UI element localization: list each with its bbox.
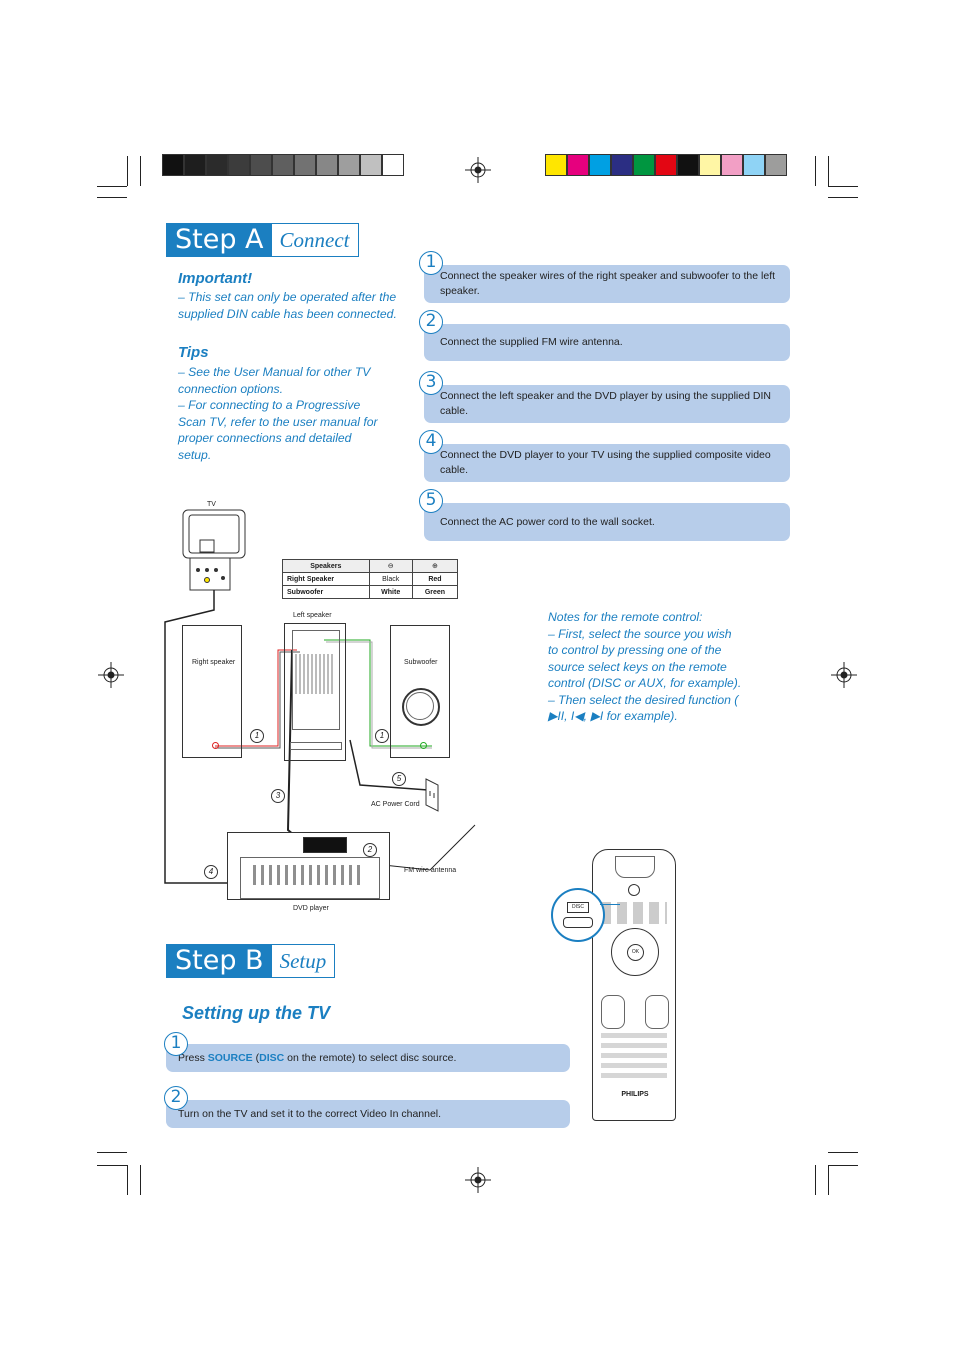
crop-mark xyxy=(828,1165,829,1195)
step-number: 5 xyxy=(419,489,443,513)
crop-mark xyxy=(97,1165,127,1166)
crop-mark xyxy=(828,156,829,186)
minus-icon: ⊖ xyxy=(368,559,413,573)
dvd-player-label: DVD player xyxy=(293,905,329,912)
remote-control: OK PHILIPS xyxy=(592,849,676,1121)
left-speaker-label: Left speaker xyxy=(293,612,332,619)
crop-mark xyxy=(828,197,858,198)
power-icon xyxy=(628,884,640,896)
step-b-title: Setup xyxy=(271,945,335,977)
crop-mark xyxy=(828,1152,858,1153)
fm-antenna-label: FM wire antenna xyxy=(404,867,457,874)
step-number: 2 xyxy=(164,1086,188,1110)
callout-marker: 2 xyxy=(363,843,377,857)
left-speaker xyxy=(284,623,346,761)
step-a-box-3: Connect the left speaker and the DVD pla… xyxy=(424,385,790,423)
crop-mark xyxy=(815,156,816,186)
disc-key-highlight: DISC xyxy=(551,888,605,942)
table-header: Speakers xyxy=(282,559,370,573)
crop-mark xyxy=(127,156,128,186)
callout-marker: 4 xyxy=(204,865,218,879)
step-text: Connect the supplied FM wire antenna. xyxy=(440,336,623,348)
subwoofer-label: Subwoofer xyxy=(404,659,438,666)
philips-logo: PHILIPS xyxy=(621,1091,649,1098)
step-a-box-5: Connect the AC power cord to the wall so… xyxy=(424,503,790,541)
step-a-box-2: Connect the supplied FM wire antenna. xyxy=(424,324,790,361)
step-b-badge: Step B xyxy=(167,945,272,977)
step-number: 1 xyxy=(419,251,443,275)
step-text: Press SOURCE (DISC on the remote) to sel… xyxy=(178,1052,456,1064)
crop-mark xyxy=(97,1152,127,1153)
registration-mark xyxy=(98,662,124,688)
step-text: Connect the left speaker and the DVD pla… xyxy=(440,390,771,417)
speakers-table: Speakers ⊖ ⊕ Right Speaker Black Red Sub… xyxy=(282,559,459,599)
disc-keyword: DISC xyxy=(259,1052,285,1064)
text-part: on the remote) to select disc source. xyxy=(284,1052,457,1064)
callout-marker: 1 xyxy=(375,729,389,743)
crop-mark xyxy=(140,1165,141,1195)
step-a-header: Step A Connect xyxy=(166,223,359,257)
tv-label: TV xyxy=(207,501,216,508)
callout-marker: 3 xyxy=(271,789,285,803)
registration-mark xyxy=(831,662,857,688)
crop-mark xyxy=(97,197,127,198)
registration-mark xyxy=(465,1167,491,1193)
source-keyword: SOURCE xyxy=(207,1052,253,1064)
tips-line: – For connecting to a Progressive Scan T… xyxy=(178,398,378,462)
crop-mark xyxy=(97,186,127,187)
step-a-box-4: Connect the DVD player to your TV using … xyxy=(424,444,790,482)
step-b-header: Step B Setup xyxy=(166,944,336,978)
dvd-player xyxy=(227,832,390,900)
step-a-badge: Step A xyxy=(167,224,272,256)
dpad: OK xyxy=(611,928,659,976)
table-cell: White xyxy=(368,585,413,599)
subwoofer: Subwoofer xyxy=(390,625,450,758)
remote-notes-line: – First, select the source you wish to c… xyxy=(548,626,742,691)
step-text: Connect the DVD player to your TV using … xyxy=(440,449,771,476)
step-text: Turn on the TV and set it to the correct… xyxy=(178,1108,442,1120)
ok-button: OK xyxy=(627,944,644,961)
right-speaker-label: Right speaker xyxy=(192,659,236,666)
crop-mark xyxy=(828,186,858,187)
table-cell: Green xyxy=(411,585,459,599)
section-title: Setting up the TV xyxy=(182,1003,330,1023)
important-block: Important! – This set can only be operat… xyxy=(178,270,398,322)
disc-key: DISC xyxy=(567,902,589,913)
tv-icon xyxy=(182,509,246,591)
step-a-box-1: Connect the speaker wires of the right s… xyxy=(424,265,790,303)
step-b-box-2: Turn on the TV and set it to the correct… xyxy=(166,1100,570,1128)
tips-block: Tips – See the User Manual for other TV … xyxy=(178,344,388,463)
tips-heading: Tips xyxy=(178,344,209,361)
text-part: Press xyxy=(178,1052,208,1064)
important-heading: Important! xyxy=(178,270,253,287)
important-text: – This set can only be operated after th… xyxy=(178,290,397,321)
step-number: 3 xyxy=(419,371,443,395)
crop-mark xyxy=(140,156,141,186)
wall-socket-icon xyxy=(425,778,439,812)
step-text: Connect the AC power cord to the wall so… xyxy=(440,515,655,528)
step-number: 4 xyxy=(419,430,443,454)
callout-marker: 1 xyxy=(250,729,264,743)
ac-cord-label: AC Power Cord xyxy=(371,801,420,808)
tips-line: – See the User Manual for other TV conne… xyxy=(178,365,371,396)
callout-marker: 5 xyxy=(392,772,406,786)
remote-notes-heading: Notes for the remote control: xyxy=(548,610,703,624)
crop-mark xyxy=(828,1165,858,1166)
step-a-title: Connect xyxy=(271,224,358,256)
remote-notes: Notes for the remote control: – First, s… xyxy=(548,609,743,725)
remote-notes-line: – Then select the desired function ( ▶II… xyxy=(548,692,739,724)
step-number: 2 xyxy=(419,310,443,334)
right-speaker: Right speaker xyxy=(182,625,242,758)
crop-mark xyxy=(127,1165,128,1195)
crop-mark xyxy=(815,1165,816,1195)
registration-mark xyxy=(465,157,491,183)
step-b-box-1: Press SOURCE (DISC on the remote) to sel… xyxy=(166,1044,570,1072)
step-number: 1 xyxy=(164,1032,188,1056)
step-text: Connect the speaker wires of the right s… xyxy=(440,270,776,297)
text-part: ( xyxy=(252,1052,260,1064)
plus-icon: ⊕ xyxy=(411,559,459,573)
